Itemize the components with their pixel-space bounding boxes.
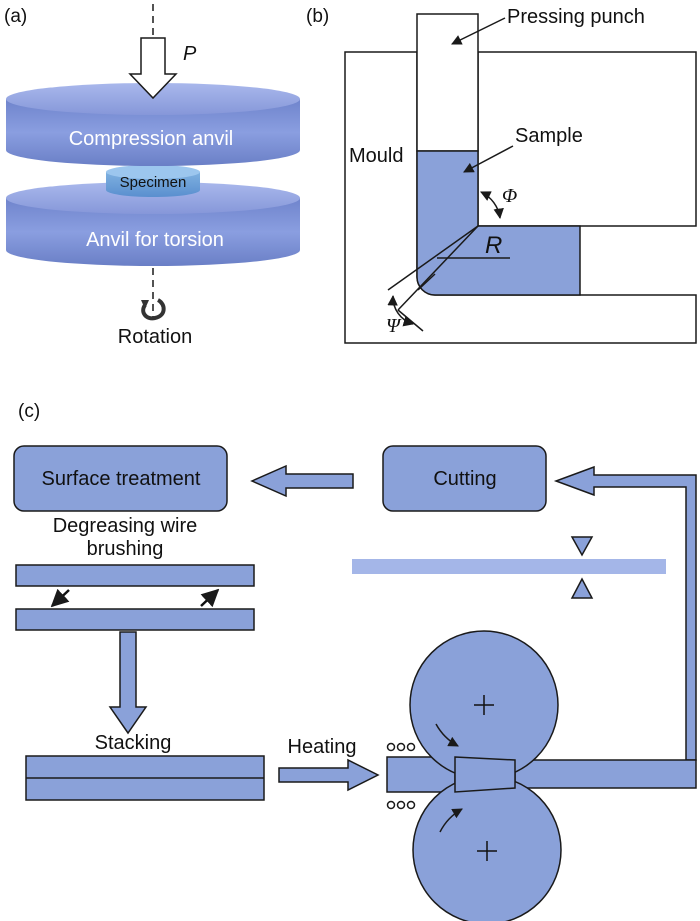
torsion-anvil: [6, 182, 300, 266]
degreasing-label-line2: brushing: [87, 538, 164, 560]
brush-arrow-right-icon: [200, 588, 220, 608]
roll-top-rotation-icon: [435, 723, 459, 747]
phi-arc: [480, 191, 504, 220]
cut-sheet: [352, 559, 666, 574]
rotation-label: Rotation: [118, 326, 193, 348]
sample-label: Sample: [515, 125, 583, 147]
roll-bottom-rotation-icon: [439, 808, 463, 833]
phi-label: Φ: [502, 185, 517, 207]
psi-label: Ψ: [386, 315, 402, 337]
panel-b: (b) Pressing punch Mould Sample Φ R Ψ: [306, 6, 697, 344]
plate-top: [15, 564, 255, 587]
sample-fill: [416, 150, 581, 296]
panel-a: (a) Anvil for torsion Specimen Compressi…: [4, 4, 300, 348]
arrow-down-icon: [108, 631, 148, 735]
force-label: P: [183, 43, 197, 65]
specimen-disk: [106, 165, 200, 197]
surface-treatment-box: [13, 445, 228, 512]
surface-treatment-label: Surface treatment: [42, 468, 201, 490]
mould-label: Mould: [349, 145, 403, 167]
arrow-to-surface-icon: [250, 464, 354, 498]
heating-label: Heating: [288, 736, 357, 758]
roll-center-bottom-icon: [477, 841, 497, 861]
cutting-label: Cutting: [433, 468, 496, 490]
rolled-strip: [514, 759, 697, 789]
heat-dots-icon: [386, 742, 416, 810]
cutting-box: [382, 445, 547, 512]
panel-c: (c) Surface treatment Cutting Degreasing…: [13, 401, 697, 921]
cutter-top-icon: [570, 536, 594, 557]
torsion-anvil-label: Anvil for torsion: [86, 229, 224, 251]
plate-bottom: [15, 608, 255, 631]
panel-c-label: (c): [18, 401, 40, 422]
punch-label: Pressing punch: [507, 6, 645, 28]
force-arrow-icon: [128, 37, 178, 100]
radius-label: R: [485, 232, 502, 259]
pressing-punch: [416, 13, 479, 152]
cutter-bottom-icon: [570, 577, 594, 599]
panel-a-label: (a): [4, 6, 27, 27]
compression-anvil-label: Compression anvil: [69, 128, 234, 150]
panel-b-label: (b): [306, 6, 329, 27]
rotation-arrow-icon: [141, 298, 166, 321]
stacking-label: Stacking: [95, 732, 172, 754]
brush-arrow-left-icon: [50, 588, 70, 608]
roll-center-top-icon: [474, 695, 494, 715]
return-path-arrow-icon: [553, 465, 697, 761]
heating-arrow-icon: [278, 758, 380, 792]
psi-arc: [387, 294, 415, 327]
degreasing-label-line1: Degreasing wire: [53, 515, 198, 537]
specimen-label: Specimen: [120, 174, 187, 191]
